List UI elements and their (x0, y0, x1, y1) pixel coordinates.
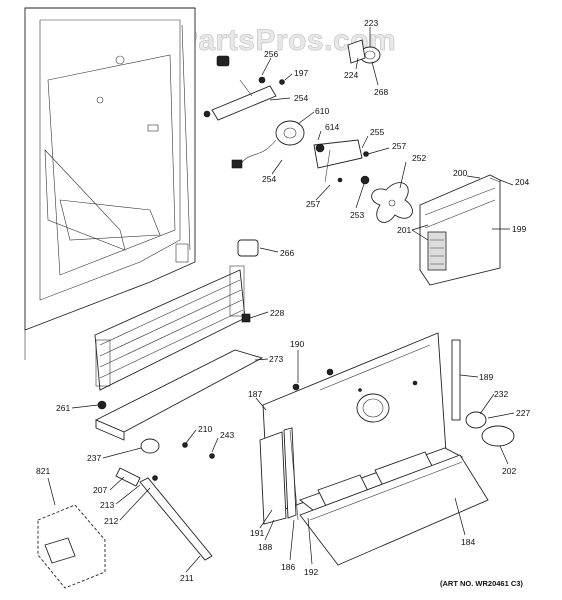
callout-211: 211 (180, 573, 194, 583)
callout-232: 232 (494, 389, 508, 399)
evaporator-cover-200 (419, 174, 501, 286)
callout-188: 188 (258, 542, 272, 552)
callout-213: 213 (100, 500, 114, 510)
callout-253: 253 (350, 210, 364, 220)
damper-266 (237, 239, 259, 257)
callout-200: 200 (453, 168, 467, 178)
callout-821: 821 (36, 466, 50, 476)
callout-256: 256 (264, 49, 278, 59)
fan-blade-252 (371, 182, 413, 223)
bracket-256 (203, 76, 277, 121)
callout-257-upper: 257 (392, 141, 406, 151)
callout-199: 199 (512, 224, 526, 234)
callout-202: 202 (502, 466, 516, 476)
rear-cover-184 (299, 454, 489, 566)
callout-184: 184 (461, 537, 475, 547)
callout-266: 266 (280, 248, 294, 258)
freezer-liner (24, 7, 196, 360)
drain-tube-211 (115, 467, 213, 561)
insulation-188 (259, 431, 287, 525)
screw-197 (279, 79, 285, 85)
callout-204: 204 (515, 177, 529, 187)
fan-motor-610 (231, 120, 305, 169)
grommet-202 (481, 425, 515, 447)
callout-190: 190 (290, 339, 304, 349)
callouts: 223 224 268 256 197 254 610 614 255 257 … (36, 18, 530, 583)
callout-192: 192 (304, 567, 318, 577)
callout-252: 252 (412, 153, 426, 163)
callout-207: 207 (93, 485, 107, 495)
callout-257-lower: 257 (306, 199, 320, 209)
callout-237: 237 (87, 453, 101, 463)
callout-212: 212 (104, 516, 118, 526)
callout-255: 255 (370, 127, 384, 137)
callout-261: 261 (56, 403, 70, 413)
bracket-614 (313, 139, 369, 183)
drain-heater-237 (140, 438, 160, 454)
cover-227 (465, 411, 487, 429)
clip-224 (347, 39, 366, 64)
heater-clip-261 (97, 400, 107, 410)
callout-268: 268 (374, 87, 388, 97)
seal-189 (451, 339, 461, 421)
screw-243 (209, 453, 215, 459)
callout-201: 201 (397, 225, 411, 235)
callout-186: 186 (281, 562, 295, 572)
callout-210: 210 (198, 424, 212, 434)
thermistor-232-top (216, 55, 230, 67)
nut-253 (360, 175, 370, 185)
cover-821 (37, 504, 106, 589)
callout-243: 243 (220, 430, 234, 440)
callout-223: 223 (364, 18, 378, 28)
callout-610: 610 (315, 106, 329, 116)
nut-190-left (292, 383, 300, 391)
callout-187: 187 (248, 389, 262, 399)
callout-189: 189 (479, 372, 493, 382)
gasket-186 (289, 429, 299, 521)
callout-614: 614 (325, 122, 339, 132)
duct-191 (283, 427, 297, 519)
callout-224: 224 (344, 70, 358, 80)
callout-191: 191 (250, 528, 264, 538)
leader-lines (47, 27, 515, 573)
gasket-204 (489, 177, 501, 183)
callout-228: 228 (270, 308, 284, 318)
callout-197: 197 (294, 68, 308, 78)
air-duct-192 (299, 447, 464, 515)
callout-254-lower: 254 (262, 174, 276, 184)
screw-257-lower (337, 177, 343, 183)
nut-190-right (326, 368, 334, 376)
evaporator-coil-228 (94, 265, 251, 391)
art-number: (ART NO. WR20461 C3) (440, 579, 523, 588)
drain-pan-273 (94, 349, 264, 441)
screw-210 (182, 442, 188, 448)
callout-254-upper: 254 (294, 93, 308, 103)
callout-227: 227 (516, 408, 530, 418)
callout-273: 273 (269, 354, 283, 364)
